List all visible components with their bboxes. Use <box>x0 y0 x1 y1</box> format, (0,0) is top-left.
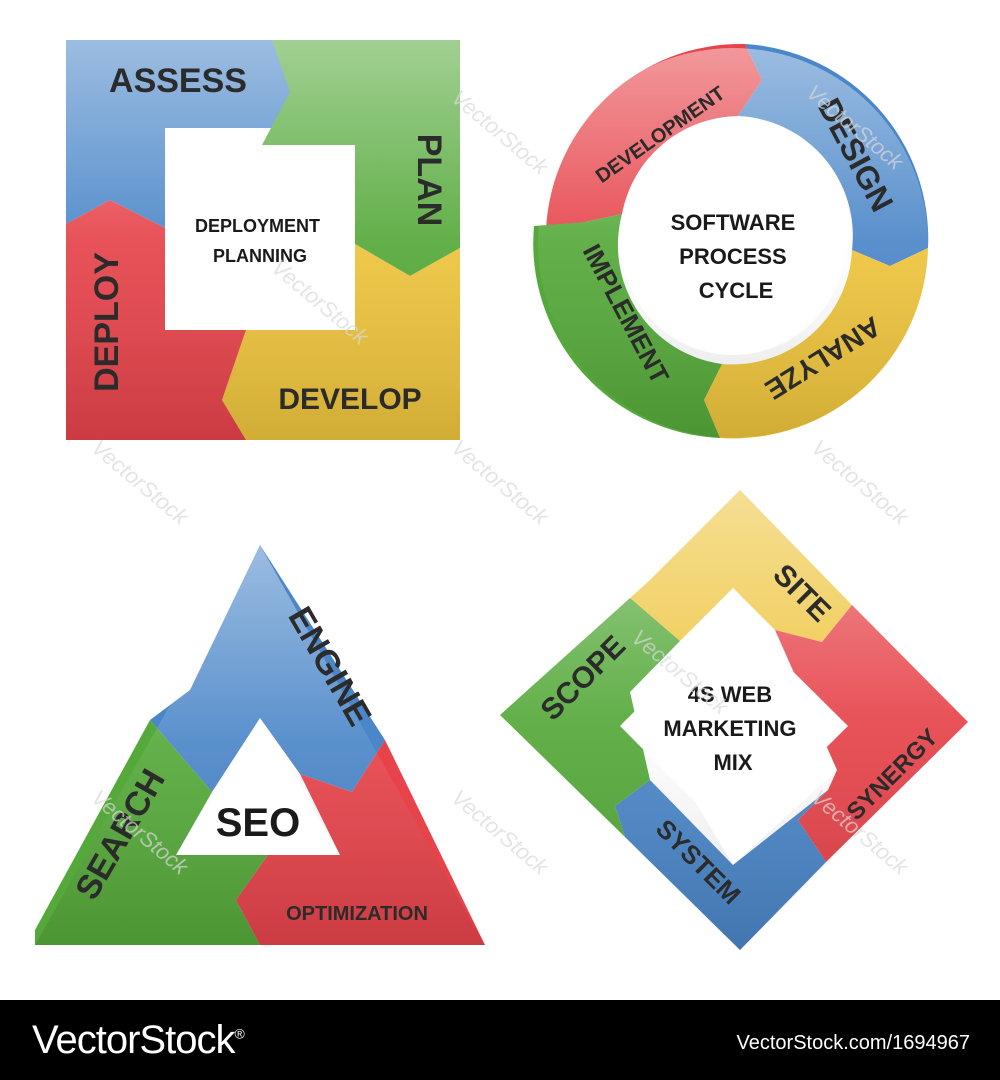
web-center-line2: MARKETING <box>663 716 796 741</box>
svg-text:4S WEB MARKETING M: 4S WEB MARKETING MIX <box>663 682 802 775</box>
software-center-circle <box>621 131 845 355</box>
footer-bar: VectorStock® VectorStock.com/1694967 <box>0 1000 1000 1080</box>
deployment-center-box <box>165 145 355 330</box>
assess-label: ASSESS <box>109 62 247 100</box>
footer-url[interactable]: VectorStock.com/1694967 <box>736 1032 970 1054</box>
develop-label: DEVELOP <box>278 383 421 416</box>
web-center-line1: 4S WEB <box>688 682 772 707</box>
seo-diagram: SEO ENGINE SEARCH OPTIMIZATION <box>35 545 485 945</box>
deployment-center-line1: DEPLOYMENT <box>195 216 320 236</box>
vectorstock-logo: VectorStock® <box>32 1018 245 1063</box>
deploy-label: DEPLOY <box>88 252 126 392</box>
seo-center-label: SEO <box>216 801 300 845</box>
diagram-canvas: DEPLOYMENT PLANNING ASSESS PLAN DEVELOP … <box>35 40 968 950</box>
software-center-line1: SOFTWARE <box>671 210 796 235</box>
svg-text:SOFTWARE PROCESS C: SOFTWARE PROCESS CYCLE <box>671 210 802 303</box>
web-center-diamond <box>620 612 848 840</box>
optimization-label: OPTIMIZATION <box>286 903 428 925</box>
web-center-line3: MIX <box>713 750 752 775</box>
web-marketing-diagram: 4S WEB MARKETING MIX SITE SYNERGY SYSTEM… <box>500 490 968 950</box>
software-process-diagram: SOFTWARE PROCESS CYCLE DEVELOPMENT DESIG… <box>533 43 929 439</box>
svg-text:DEPLOYMENT PLANNING: DEPLOYMENT PLANNING <box>195 216 325 266</box>
watermark-text: VectorStock <box>807 435 914 531</box>
seo-center-triangle <box>178 722 338 854</box>
software-center-line2: PROCESS <box>679 244 787 269</box>
deployment-planning-diagram: DEPLOYMENT PLANNING ASSESS PLAN DEVELOP … <box>66 40 460 440</box>
watermark-text: VectorStock <box>447 785 554 881</box>
software-center-line3: CYCLE <box>699 278 774 303</box>
trademark-symbol: ® <box>234 1025 244 1042</box>
watermark-text: VectorStock <box>447 435 554 531</box>
watermark-text: VectorStock <box>447 85 554 181</box>
plan-label: PLAN <box>410 134 448 227</box>
watermark-text: VectorStock <box>87 435 194 531</box>
deployment-center-line2: PLANNING <box>213 246 307 266</box>
footer-logo-text: VectorStock <box>32 1018 235 1062</box>
